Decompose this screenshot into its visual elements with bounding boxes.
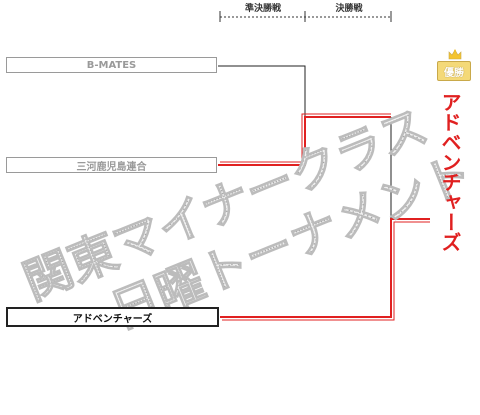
bracket-line-bmates: [218, 65, 306, 119]
champion-badge: 優勝: [437, 61, 471, 81]
bracket-line-adventures: [220, 218, 430, 318]
round-header-scale: [219, 11, 392, 22]
crown-icon: [448, 49, 462, 60]
team-adventures[interactable]: アドベンチャーズ: [6, 307, 219, 327]
bracket-line-mikawa: [218, 116, 391, 166]
round-label-final: 決勝戦: [335, 4, 363, 14]
round-label-semifinal: 準決勝戦: [244, 4, 281, 14]
team-bmates[interactable]: B-MATES: [6, 57, 217, 73]
team-mikawa-kagoshima[interactable]: 三河鹿児島連合: [6, 157, 217, 173]
champion-name: アドベンチャーズ: [438, 92, 462, 252]
